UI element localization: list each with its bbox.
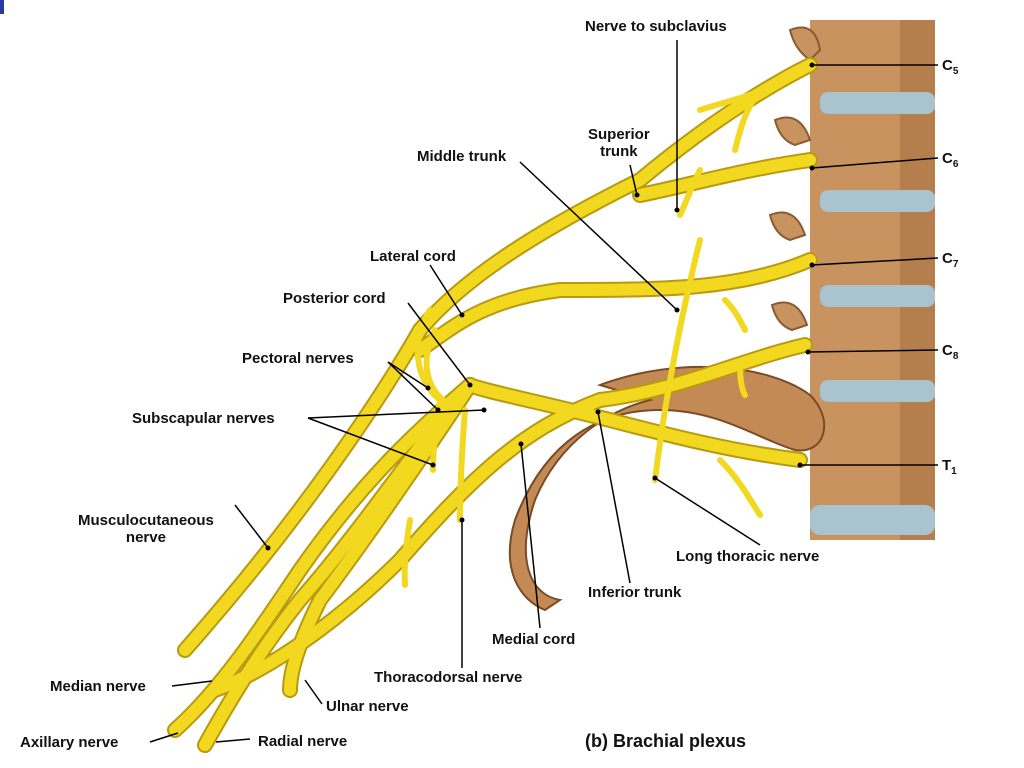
leader-line [519,161,678,311]
leader-lines [149,40,939,743]
middle-trunk-nerve [414,254,816,356]
label-pectoral-nerves: Pectoral nerves [242,350,354,367]
nerve-branch [732,87,763,153]
root-label-c6: C6 [942,150,959,170]
leader-line [811,157,939,169]
intervertebral-disc [820,92,935,114]
label-median-nerve: Median nerve [50,678,146,695]
long-thoracic-nerve-branch [652,237,703,483]
first-rib [508,365,826,612]
nerve-branch [717,457,763,518]
c6-root [634,154,816,201]
musculocutaneous-nerve-path [179,324,426,656]
leader-line [171,680,213,687]
leader-line [597,411,631,584]
nerve-branch [722,297,748,333]
axillary-nerve-path [169,379,476,736]
intervertebral-disc [820,380,935,402]
leader-line [215,738,251,743]
pectoral-nerve-branch [423,327,453,408]
leader-dots [265,62,815,551]
radial-nerve-path [199,379,476,751]
label-radial-nerve: Radial nerve [258,733,348,750]
leader-line [807,349,939,353]
label-middle-trunk: Middle trunk [417,148,507,165]
label-lateral-cord: Lateral cord [370,248,456,265]
label-inferior-trunk: Inferior trunk [588,584,682,601]
leader-line [307,417,434,466]
label-ulnar-nerve: Ulnar nerve [326,698,409,715]
leader-line [811,257,939,266]
root-label-t1: T1 [942,457,957,477]
thoracodorsal-nerve-branch [457,407,468,523]
root-label-c5: C5 [942,57,959,77]
root-label-c7: C7 [942,250,959,270]
vertebral-column [768,20,935,540]
leader-line [149,732,179,743]
inferior-trunk-nerve [464,379,806,466]
leader-line [304,679,323,705]
leader-line [234,504,269,549]
leader-line [429,264,463,316]
leader-line [407,302,471,386]
nerve-branch [401,517,413,588]
label-superior-trunk: Superior trunk [588,126,650,160]
label-nerve-to-subclavius: Nerve to subclavius [585,18,727,35]
label-axillary-nerve: Axillary nerve [20,734,119,751]
leader-line [387,361,429,389]
label-subscapular-nerves: Subscapular nerves [132,410,275,427]
figure-caption: (b) Brachial plexus [585,731,747,751]
intervertebral-disc [810,505,935,535]
label-long-thoracic-nerve: Long thoracic nerve [676,548,820,565]
leader-line [629,164,638,196]
label-musculocutaneous-nerve: Musculocutaneous nerve [78,512,214,546]
label-medial-cord: Medial cord [492,631,576,648]
nerves [167,57,818,753]
frame-accent [0,0,4,14]
leader-line [520,443,541,629]
leader-line [307,409,485,419]
leader-line [387,361,439,411]
nerve-branch [697,77,783,113]
label-posterior-cord: Posterior cord [283,290,386,307]
intervertebral-disc [820,190,935,212]
nerve-branch [737,362,748,398]
nerve-to-subclavius-branch [677,167,703,218]
median-nerve-path [284,379,476,696]
label-thoracodorsal-nerve: Thoracodorsal nerve [374,669,523,686]
root-label-c8: C8 [942,342,959,362]
intervertebral-disc [820,285,935,307]
leader-line [654,477,761,546]
